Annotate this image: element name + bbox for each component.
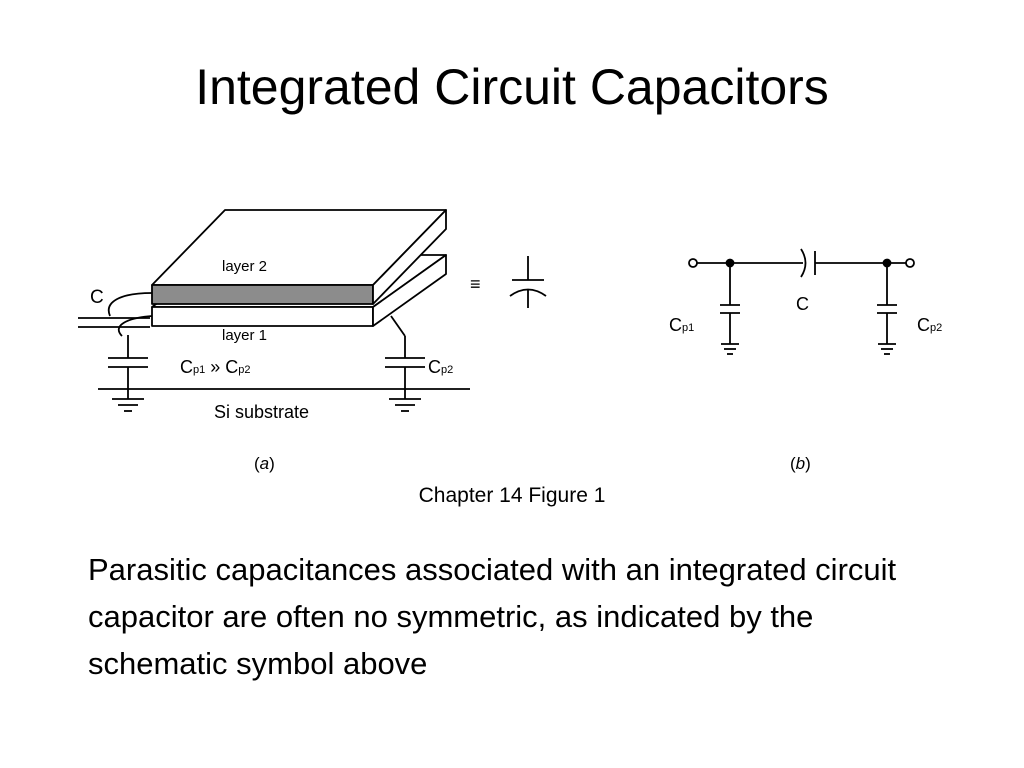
cp2-label-b: Cp2 (917, 315, 942, 335)
cp1b-ground-icon (721, 343, 739, 355)
asymmetric-capacitor-icon (509, 256, 547, 308)
body-text: Parasitic capacitances associated with a… (88, 552, 897, 681)
panel-label-a: (a) (254, 454, 275, 473)
cp2-wire-slant (390, 315, 406, 337)
layer1-label: layer 1 (222, 327, 267, 344)
panel-label-b: (b) (790, 454, 811, 473)
figure-b (688, 248, 915, 355)
wire-layer2-to-c (107, 292, 153, 317)
c-curved-plate (800, 248, 807, 278)
cp2-ground-icon (389, 398, 421, 412)
cp2b-ground-icon (878, 343, 896, 355)
layer2-plate (151, 209, 447, 305)
layer2-label: layer 2 (222, 258, 267, 275)
left-terminal (688, 258, 698, 268)
right-terminal (905, 258, 915, 268)
figure-caption: Chapter 14 Figure 1 (418, 484, 606, 507)
wire-layer1-to-c (117, 315, 153, 337)
slide-title: Integrated Circuit Capacitors (195, 59, 829, 115)
c-label-b: C (796, 294, 809, 314)
cp-relation-label: Cp1 » Cp2 (180, 357, 251, 377)
cp1-ground-icon (112, 398, 144, 412)
substrate-label: Si substrate (214, 402, 309, 422)
cp1-label-b: Cp1 (669, 315, 694, 335)
equivalence-symbol: ≡ (470, 274, 481, 294)
c-label: C (90, 287, 104, 308)
figure-a (78, 209, 547, 412)
cp2-label-a: Cp2 (428, 357, 453, 377)
